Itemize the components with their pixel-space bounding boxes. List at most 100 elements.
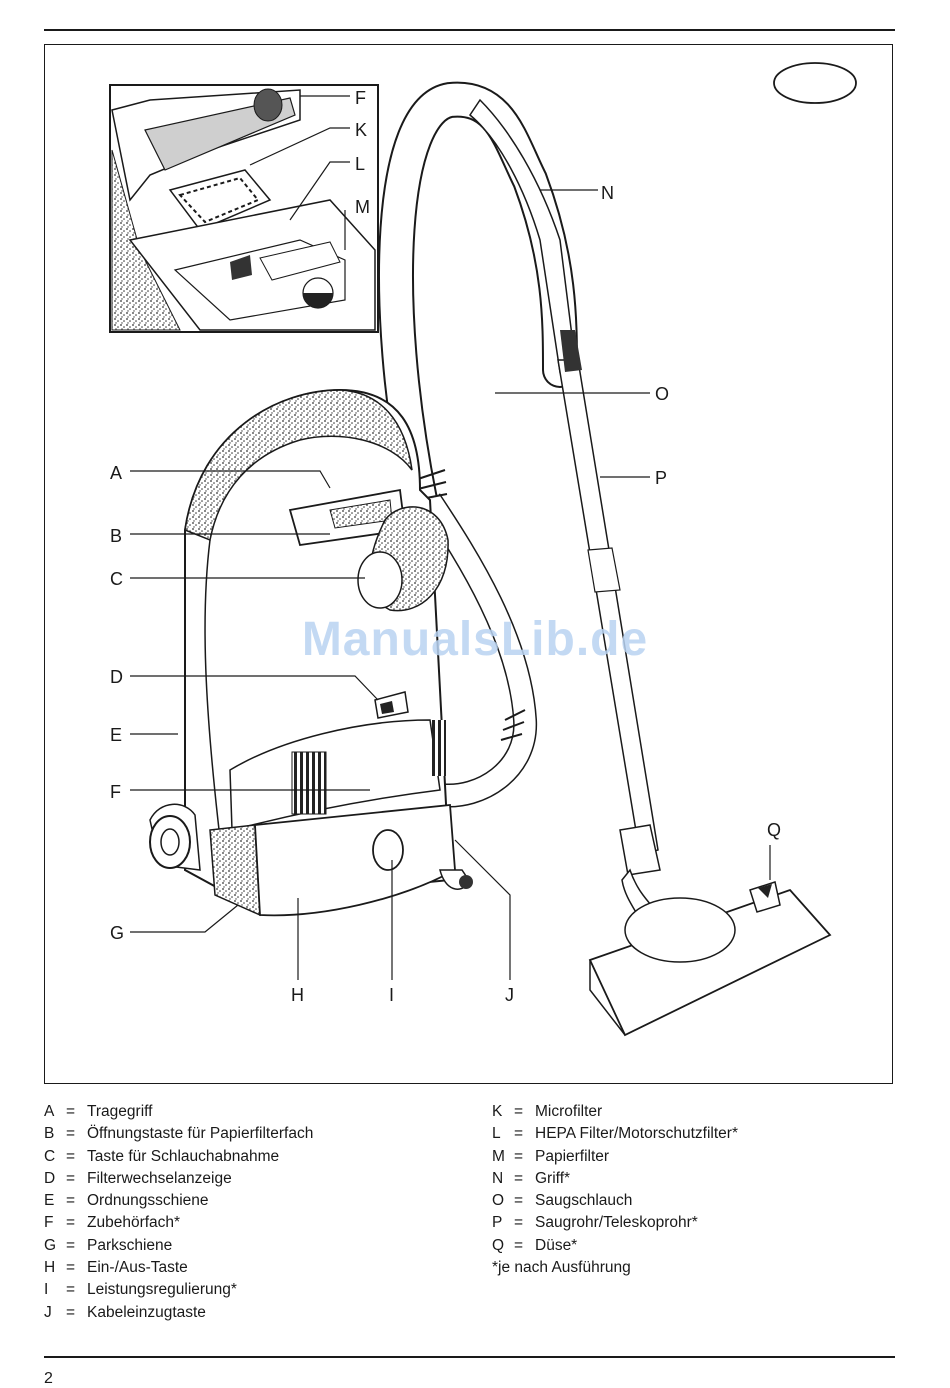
oval-marker (773, 62, 857, 104)
watermark: ManualsLib.de (301, 613, 649, 666)
legend-text: Zubehörfach* (87, 1214, 181, 1232)
figure-frame (44, 44, 893, 1084)
label-k: K (355, 120, 367, 140)
label-e: E (110, 725, 122, 745)
legend-item-f: F = Zubehörfach* (44, 1212, 313, 1234)
legend-key: M (492, 1147, 505, 1165)
label-d: D (110, 667, 123, 687)
legend-separator: = (66, 1281, 76, 1299)
legend-separator: = (66, 1236, 76, 1254)
top-rule (44, 29, 895, 31)
label-o: O (655, 384, 669, 404)
legend-text: Düse* (535, 1236, 578, 1254)
legend-separator: = (66, 1259, 76, 1277)
legend-text: Tragegriff (87, 1103, 153, 1120)
label-a: A (110, 463, 122, 483)
legend-item-b: B = Öffnungstaste für Papierfilterfach (44, 1123, 313, 1145)
legend-key: I (44, 1281, 49, 1299)
label-i: I (389, 985, 394, 1005)
legend-text: Parkschiene (87, 1236, 173, 1254)
legend-text: Öffnungstaste für Papierfilterfach (87, 1125, 314, 1143)
legend-text: Taste für Schlauchabnahme (87, 1147, 280, 1165)
label-n: N (601, 183, 614, 203)
legend-key: P (492, 1214, 503, 1232)
legend-separator: = (514, 1125, 524, 1143)
legend-item-i: I = Leistungsregulierung* (44, 1279, 313, 1301)
legend-text: Filterwechselanzeige (87, 1169, 232, 1187)
bottom-rule (44, 1356, 895, 1358)
label-c: C (110, 569, 123, 589)
legend-text: Saugrohr/Teleskoprohr* (535, 1214, 698, 1232)
legend-item-a: A = Tragegriff (44, 1101, 313, 1123)
legend-separator: = (66, 1147, 76, 1165)
legend-item-m: M = Papierfilter (492, 1146, 738, 1168)
legend-separator: = (66, 1192, 76, 1210)
legend-key: K (492, 1103, 503, 1120)
label-h: H (291, 985, 304, 1005)
legend-item-h: H = Ein-/Aus-Taste (44, 1257, 313, 1279)
legend-separator: = (66, 1303, 76, 1321)
label-g: G (110, 923, 124, 943)
legend-key: Q (492, 1236, 505, 1254)
legend-separator: = (514, 1169, 524, 1187)
legend-separator: = (514, 1214, 524, 1232)
label-m: M (355, 197, 370, 217)
legend-item-d: D = Filterwechselanzeige (44, 1168, 313, 1190)
legend-text: Papierfilter (535, 1147, 610, 1165)
legend-key: E (44, 1192, 55, 1210)
legend-text: HEPA Filter/Motorschutzfilter* (535, 1125, 738, 1143)
legend-key: D (44, 1169, 56, 1187)
legend-separator: = (66, 1103, 76, 1120)
legend-key: G (44, 1236, 57, 1254)
legend-text: Microfilter (535, 1103, 603, 1120)
legend-key: L (492, 1125, 501, 1143)
legend-separator: = (514, 1192, 524, 1210)
legend-item-l: L = HEPA Filter/Motorschutzfilter* (492, 1123, 738, 1145)
floor-nozzle (588, 881, 832, 1037)
legend-item-q: Q = Düse* (492, 1235, 738, 1257)
legend-key: B (44, 1125, 55, 1143)
label-f-inset: F (355, 88, 366, 108)
legend-item-j: J = Kabeleinzugtaste (44, 1302, 313, 1324)
vacuum-body (149, 388, 473, 917)
legend-text: Griff* (535, 1169, 571, 1187)
label-l: L (355, 154, 365, 174)
legend-key: O (492, 1192, 505, 1210)
legend-footnote: *je nach Ausführung (492, 1259, 631, 1277)
legend-key: F (44, 1214, 54, 1232)
legend-item-p: P = Saugrohr/Teleskoprohr* (492, 1212, 738, 1234)
legend-item-e: E = Ordnungsschiene (44, 1190, 313, 1212)
legend-key: J (44, 1303, 52, 1321)
legend-key: N (492, 1169, 504, 1187)
legend-text: Ein-/Aus-Taste (87, 1259, 188, 1277)
legend-separator: = (514, 1236, 524, 1254)
label-p: P (655, 468, 667, 488)
leader-lines (130, 95, 771, 980)
legend-text: Ordnungsschiene (87, 1192, 209, 1210)
label-b: B (110, 526, 122, 546)
legend-separator: = (514, 1147, 524, 1165)
telescopic-tube (557, 330, 666, 937)
legend-item-n: N = Griff* (492, 1168, 738, 1190)
legend-key: A (44, 1103, 55, 1120)
legend-separator: = (66, 1214, 76, 1232)
legend-key: H (44, 1259, 56, 1277)
suction-hose (378, 81, 578, 808)
legend-text: Leistungsregulierung* (87, 1281, 237, 1299)
legend-key: C (44, 1147, 56, 1165)
legend-item-k: K = Microfilter (492, 1101, 738, 1123)
legend-text: Saugschlauch (535, 1192, 633, 1210)
legend-item-o: O = Saugschlauch (492, 1190, 738, 1212)
legend-separator: = (66, 1125, 76, 1143)
label-q: Q (767, 820, 781, 840)
legend-separator: = (66, 1169, 76, 1187)
legend-item-c: C = Taste für Schlauchabnahme (44, 1146, 313, 1168)
label-j: J (505, 985, 514, 1005)
legend-text: Kabeleinzugtaste (87, 1303, 206, 1321)
page-number: 2 (44, 1370, 53, 1387)
legend-item-g: G = Parkschiene (44, 1235, 313, 1257)
legend-separator: = (514, 1103, 524, 1120)
